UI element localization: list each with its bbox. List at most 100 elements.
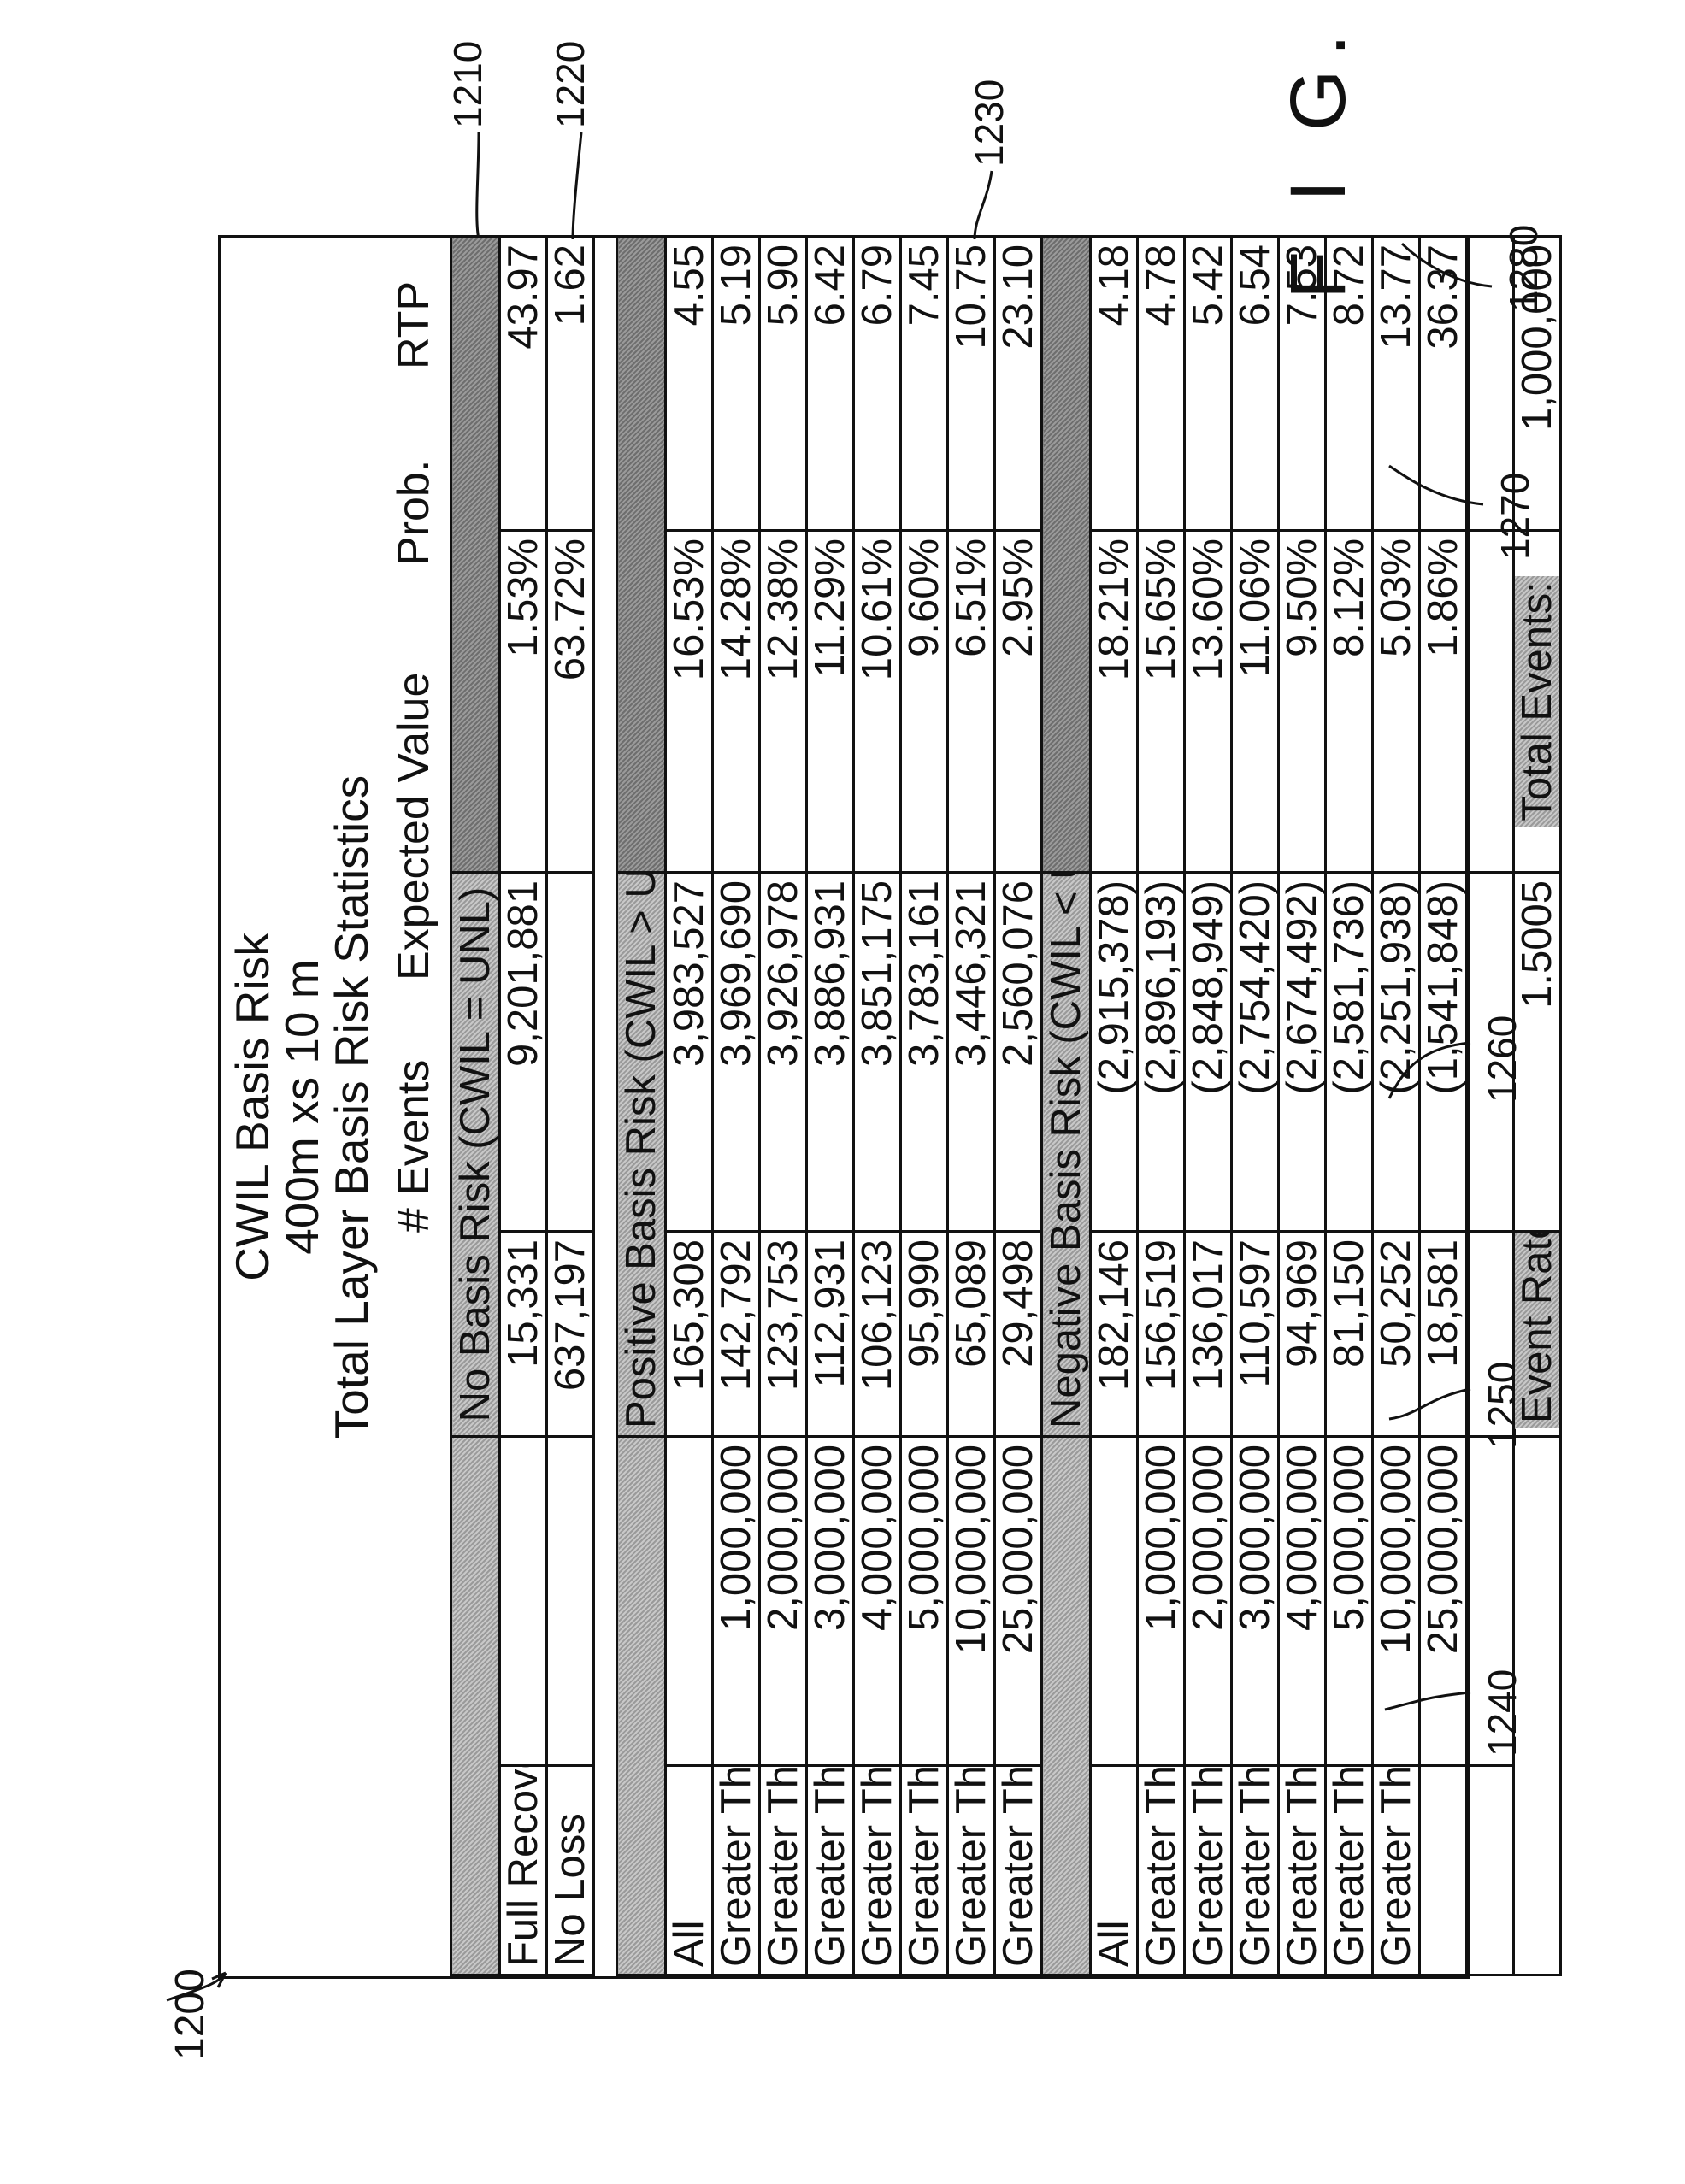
cell-label: Greater Than xyxy=(995,1766,1042,1975)
cell-prob: 9.50% xyxy=(1279,530,1326,872)
footer-empty xyxy=(1514,1437,1561,1975)
cell-expected xyxy=(547,872,594,1231)
cell-prob: 15.65% xyxy=(1138,530,1185,872)
cell-threshold: 10,000,000 xyxy=(1373,1437,1420,1766)
cell-threshold: 10,000,000 xyxy=(948,1437,995,1766)
cell-threshold: 2,000,000 xyxy=(1185,1437,1232,1766)
cell-prob: 10.61% xyxy=(854,530,901,872)
leader-1230 xyxy=(975,171,992,239)
cell-rtp: 6.79 xyxy=(854,236,901,530)
cell-rtp: 23.10 xyxy=(995,236,1042,530)
cell-threshold: 4,000,000 xyxy=(1279,1437,1326,1766)
table-row: All165,3083,983,52716.53%4.55 xyxy=(666,236,713,1975)
cell-rtp: 4.18 xyxy=(1091,236,1138,530)
cell-expected: (1,541,848) xyxy=(1420,872,1467,1231)
cell-threshold: 3,000,000 xyxy=(807,1437,854,1766)
cell-events: 15,331 xyxy=(500,1232,547,1437)
cell-label: Greater Than xyxy=(854,1766,901,1975)
table-row: Greater Than2,000,000136,017(2,848,949)1… xyxy=(1185,236,1232,1975)
table-row: Greater Than3,000,000110,597(2,754,420)1… xyxy=(1232,236,1279,1975)
cell-label: Greater Than xyxy=(1138,1766,1185,1975)
cell-prob: 18.21% xyxy=(1091,530,1138,872)
table-row: 25,000,00018,581(1,541,848)1.86%36.37 xyxy=(1420,236,1467,1975)
blank-cell xyxy=(1467,1766,1514,1975)
table-row: Greater Than5,000,00095,9903,783,1619.60… xyxy=(901,236,948,1975)
section-shade-right xyxy=(451,236,500,872)
blank-row xyxy=(1467,236,1514,1975)
cell-events: 94,969 xyxy=(1279,1232,1326,1437)
cell-events: 110,597 xyxy=(1232,1232,1279,1437)
section-shade-left xyxy=(451,1437,500,1975)
cell-rtp: 8.72 xyxy=(1326,236,1373,530)
cell-label: Greater Than xyxy=(713,1766,760,1975)
cell-threshold: 25,000,000 xyxy=(1420,1437,1467,1766)
cell-threshold: 25,000,000 xyxy=(995,1437,1042,1766)
cell-prob: 63.72% xyxy=(547,530,594,872)
cell-events: 142,792 xyxy=(713,1232,760,1437)
leader-1210 xyxy=(477,132,479,239)
cell-expected: (2,581,736) xyxy=(1326,872,1373,1231)
table-row: Greater Than1,000,000156,519(2,896,193)1… xyxy=(1138,236,1185,1975)
cell-expected: 9,201,881 xyxy=(500,872,547,1231)
cell-rtp: 36.37 xyxy=(1420,236,1467,530)
leader-1220 xyxy=(573,132,581,239)
cell-label: All xyxy=(1091,1766,1138,1975)
cell-expected: 3,983,527 xyxy=(666,872,713,1231)
cell-label: No Loss xyxy=(547,1766,594,1975)
cell-threshold: 5,000,000 xyxy=(901,1437,948,1766)
cell-label: Greater Than xyxy=(1185,1766,1232,1975)
cell-expected: 3,851,175 xyxy=(854,872,901,1231)
table-row: Greater Than5,000,00081,150(2,581,736)8.… xyxy=(1326,236,1373,1975)
cell-prob: 8.12% xyxy=(1326,530,1373,872)
title-line-1: CWIL Basis Risk xyxy=(227,238,277,1976)
cell-expected: 3,783,161 xyxy=(901,872,948,1231)
table-row: Full Recovery15,3319,201,8811.53%43.97 xyxy=(500,236,547,1975)
cell-rtp: 1.62 xyxy=(547,236,594,530)
section-title: Positive Basis Risk (CWIL > UNL) xyxy=(617,872,666,1436)
cell-expected: 3,886,931 xyxy=(807,872,854,1231)
section-header-row: Negative Basis Risk (CWIL < UNL) xyxy=(1042,236,1091,1975)
cell-label: Full Recovery xyxy=(500,1766,547,1975)
cell-threshold: 1,000,000 xyxy=(713,1437,760,1766)
cell-label: Greater Than xyxy=(760,1766,807,1975)
cell-expected: (2,754,420) xyxy=(1232,872,1279,1231)
cell-label: Greater Than xyxy=(901,1766,948,1975)
table-row: Greater Than10,000,00050,252(2,251,938)5… xyxy=(1373,236,1420,1975)
blank-cell xyxy=(1467,872,1514,1231)
cell-label: Greater Than xyxy=(1279,1766,1326,1975)
footer-row: Event Rate:1.5005Total Events:1,000,000 xyxy=(1514,236,1561,1975)
table-row: Greater Than1,000,000142,7923,969,69014.… xyxy=(713,236,760,1975)
spacer-row xyxy=(594,236,617,1975)
column-header-events: # Events xyxy=(388,1060,439,1233)
blank-cell xyxy=(1467,530,1514,872)
cell-events: 165,308 xyxy=(666,1232,713,1437)
cell-expected: 2,560,076 xyxy=(995,872,1042,1231)
cell-events: 156,519 xyxy=(1138,1232,1185,1437)
cell-prob: 6.51% xyxy=(948,530,995,872)
cell-rtp: 13.77 xyxy=(1373,236,1420,530)
cell-events: 29,498 xyxy=(995,1232,1042,1437)
section-shade-left xyxy=(617,1437,666,1975)
cell-rtp: 4.78 xyxy=(1138,236,1185,530)
cell-prob: 11.06% xyxy=(1232,530,1279,872)
cell-events: 95,990 xyxy=(901,1232,948,1437)
cell-label: Greater Than xyxy=(948,1766,995,1975)
cell-events: 637,197 xyxy=(547,1232,594,1437)
cell-threshold: 1,000,000 xyxy=(1138,1437,1185,1766)
cell-events: 123,753 xyxy=(760,1232,807,1437)
table-row: Greater Than4,000,000106,1233,851,17510.… xyxy=(854,236,901,1975)
cell-label: Greater Than xyxy=(1232,1766,1279,1975)
cell-expected: 3,926,978 xyxy=(760,872,807,1231)
event-rate-label: Event Rate: xyxy=(1514,1232,1560,1429)
event-rate-label-cell: Event Rate: xyxy=(1514,1232,1561,1437)
cell-threshold: 5,000,000 xyxy=(1326,1437,1373,1766)
cell-rtp: 43.97 xyxy=(500,236,547,530)
cell-expected: (2,848,949) xyxy=(1185,872,1232,1231)
section-shade-right xyxy=(617,236,666,872)
cell-prob: 14.28% xyxy=(713,530,760,872)
cell-prob: 12.38% xyxy=(760,530,807,872)
cell-prob: 16.53% xyxy=(666,530,713,872)
cell-threshold: 4,000,000 xyxy=(854,1437,901,1766)
section-shade-left xyxy=(1042,1437,1091,1975)
cell-threshold: 2,000,000 xyxy=(760,1437,807,1766)
